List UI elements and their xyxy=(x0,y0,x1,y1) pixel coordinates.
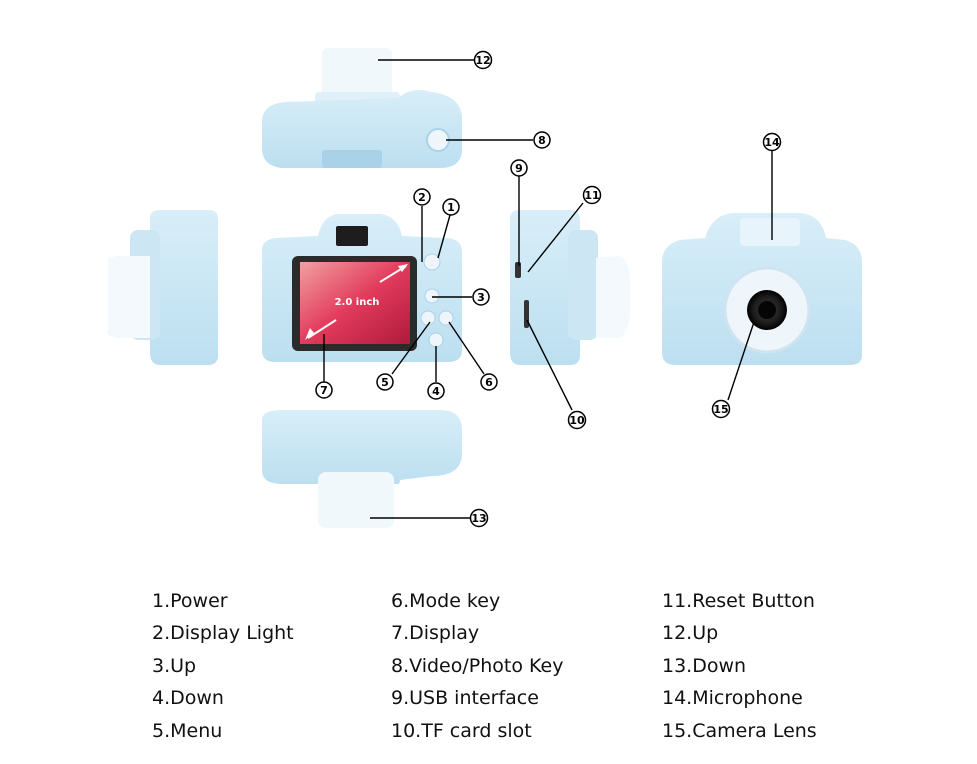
legend-item: 8.Video/Photo Key xyxy=(391,650,563,682)
svg-text:11: 11 xyxy=(584,189,599,202)
legend-item: 12.Up xyxy=(662,617,817,649)
svg-text:13: 13 xyxy=(471,512,486,525)
svg-text:3: 3 xyxy=(477,291,485,304)
camera-front-view xyxy=(662,213,862,365)
callout-8: 8 xyxy=(534,132,550,148)
camera-left-side-view xyxy=(107,210,218,365)
legend-item: 6.Mode key xyxy=(391,585,563,617)
legend-item: 5.Menu xyxy=(152,715,294,747)
legend-item: 10.TF card slot xyxy=(391,715,563,747)
legend-column-1: 1.Power 2.Display Light 3.Up 4.Down 5.Me… xyxy=(152,585,294,747)
legend-item: 2.Display Light xyxy=(152,617,294,649)
legend-item: 9.USB interface xyxy=(391,682,563,714)
legend-item: 15.Camera Lens xyxy=(662,715,817,747)
legend-item: 13.Down xyxy=(662,650,817,682)
svg-text:2: 2 xyxy=(418,191,426,204)
legend-item: 1.Power xyxy=(152,585,294,617)
svg-text:12: 12 xyxy=(475,54,490,67)
callout-9: 9 xyxy=(511,160,527,176)
legend-item: 14.Microphone xyxy=(662,682,817,714)
svg-text:5: 5 xyxy=(381,376,389,389)
callout-2: 2 xyxy=(414,189,430,205)
callout-15: 15 xyxy=(713,401,730,418)
callout-11: 11 xyxy=(584,187,601,204)
callout-7: 7 xyxy=(316,382,332,398)
parts-legend: 1.Power 2.Display Light 3.Up 4.Down 5.Me… xyxy=(0,585,977,755)
svg-text:8: 8 xyxy=(538,134,546,147)
camera-top-view xyxy=(262,48,462,168)
camera-bottom-view xyxy=(262,410,462,528)
svg-text:1: 1 xyxy=(447,201,455,214)
callout-6: 6 xyxy=(481,374,497,390)
callout-12: 12 xyxy=(475,52,492,69)
camera-parts-diagram: 2.0 inch 1 xyxy=(0,0,977,560)
svg-text:10: 10 xyxy=(569,414,585,427)
callout-1: 1 xyxy=(443,199,459,215)
legend-item: 7.Display xyxy=(391,617,563,649)
svg-text:14: 14 xyxy=(764,136,780,149)
legend-item: 3.Up xyxy=(152,650,294,682)
svg-text:4: 4 xyxy=(432,385,440,398)
legend-item: 4.Down xyxy=(152,682,294,714)
svg-text:15: 15 xyxy=(713,403,728,416)
camera-right-side-view xyxy=(510,210,630,365)
callout-10: 10 xyxy=(569,412,586,429)
legend-column-3: 11.Reset Button 12.Up 13.Down 14.Microph… xyxy=(662,585,817,747)
callout-5: 5 xyxy=(377,374,393,390)
callout-13: 13 xyxy=(471,510,488,527)
callout-4: 4 xyxy=(428,383,444,399)
legend-column-2: 6.Mode key 7.Display 8.Video/Photo Key 9… xyxy=(391,585,563,747)
svg-text:6: 6 xyxy=(485,376,493,389)
legend-item: 11.Reset Button xyxy=(662,585,817,617)
svg-text:7: 7 xyxy=(320,384,328,397)
callout-14: 14 xyxy=(764,134,781,151)
screen-size-label: 2.0 inch xyxy=(335,297,380,308)
camera-back-view: 2.0 inch xyxy=(262,214,462,362)
callout-3: 3 xyxy=(473,289,489,305)
svg-text:9: 9 xyxy=(515,162,523,175)
